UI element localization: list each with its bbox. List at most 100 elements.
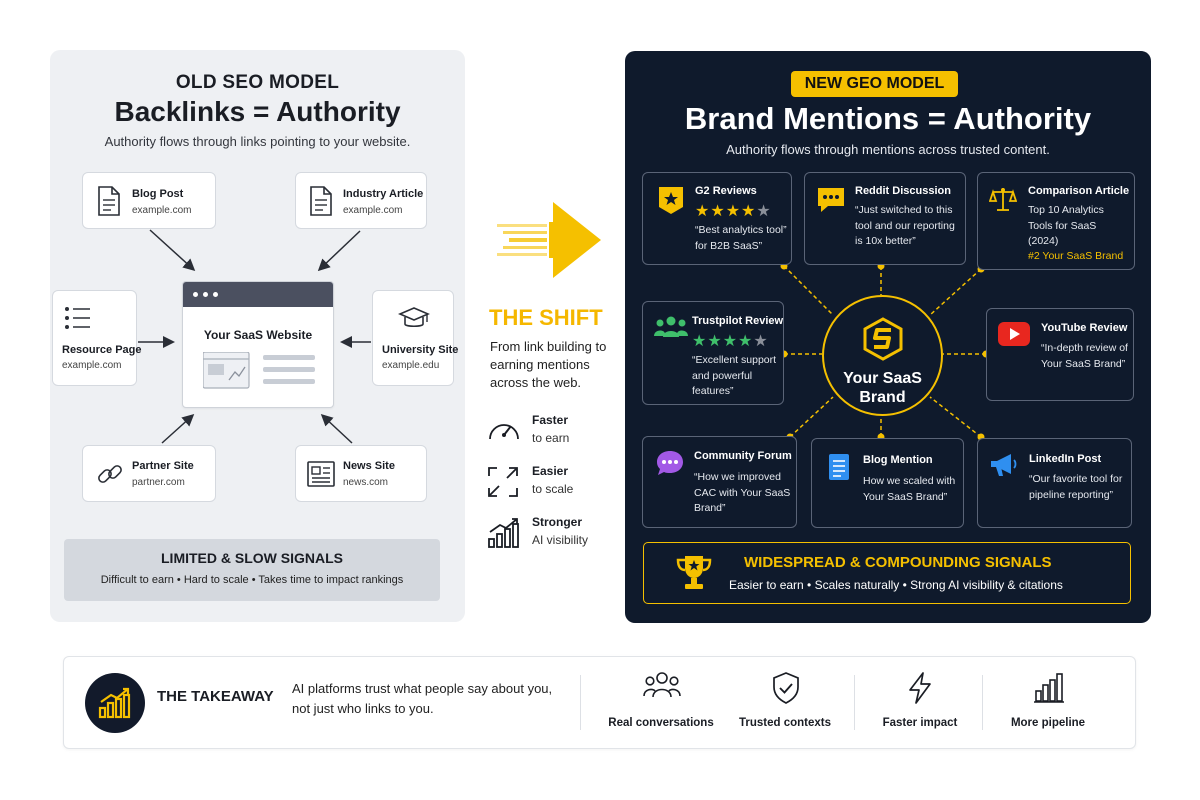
shift-item-faster: Faster to earn [487,413,617,453]
mention-text: “How we improved CAC with Your SaaS Bran… [694,471,791,514]
shift-item-subtitle: to earn [532,431,570,445]
blog-post-card: Blog Post example.com [82,172,216,229]
mention-text: “Our favorite tool for pipeline reportin… [1029,473,1123,501]
scales-icon [989,188,1017,211]
g2-star-icon [659,187,683,214]
lightning-icon [909,672,931,704]
graduation-cap-icon [398,307,430,328]
benefit-more-pipeline: More pipeline [983,671,1113,737]
mention-text: “Best analytics tool” for B2B SaaS” [695,224,787,252]
shift-item-easier: Easier to scale [487,464,617,504]
trustpilot-review-card: Trustpilot Review ★★★★★ “Excellent suppo… [642,301,784,405]
source-name: Blog Post [132,188,184,200]
mention-name: Community Forum [694,450,792,462]
university-site-card: University Site example.edu [372,290,458,386]
industry-article-card: Industry Article example.com [295,172,427,229]
shift-arrow-icon [497,202,601,278]
trophy-icon [676,556,712,589]
source-name: Partner Site [132,460,194,472]
people-icon [643,672,681,698]
youtube-play-icon [998,322,1030,346]
source-name: Resource Page [62,344,142,356]
benefit-label: Trusted contexts [738,717,832,729]
people-icon [654,316,688,337]
backlink-arrows [138,229,371,444]
benefit-label: Real conversations [608,717,714,729]
shift-description: From link building to earning mentions a… [490,339,607,390]
forum-bubble-icon [657,451,683,475]
takeaway-badge [85,673,145,733]
source-domain: news.com [343,477,389,488]
mention-text: “In-depth review of Your SaaS Brand” [1041,342,1128,370]
mention-name: G2 Reviews [695,185,757,197]
widespread-signals-items: Easier to earn • Scales naturally • Stro… [729,578,1063,592]
benefit-trusted-contexts: Trusted contexts [720,671,850,737]
benefit-label: More pipeline [1010,717,1086,729]
growth-chart-icon [98,687,131,719]
brand-name-line1: Your SaaS [843,370,922,387]
brand-logo-icon [863,317,903,361]
divider [982,675,983,730]
shift-title: THE SHIFT [489,305,603,330]
benefit-real-conversations: Real conversations [596,671,726,737]
list-icon [65,307,90,329]
shift-item-subtitle: to scale [532,482,574,496]
g2-reviews-card: G2 Reviews ★★★★★ “Best analytics tool” f… [642,172,792,265]
g2-star-rating: ★★★★★ [695,203,772,220]
limited-signals-items: Difficult to earn • Hard to scale • Take… [100,574,404,586]
source-domain: example.edu [382,360,440,371]
benefit-label: Faster impact [882,717,958,729]
expand-icon [488,467,518,497]
saas-website-window: Your SaaS Website [182,281,334,408]
partner-site-card: Partner Site partner.com [82,445,216,502]
mention-text: Top 10 Analytics Tools for SaaS (2024) [1028,204,1104,247]
mention-name: Blog Mention [863,454,933,466]
old-model-title: OLD SEO MODEL [175,72,340,93]
shield-check-icon [773,672,799,704]
old-seo-panel: OLD SEO MODEL Backlinks = Authority Auth… [50,50,465,622]
mention-name: LinkedIn Post [1029,453,1102,465]
source-domain: example.com [62,360,122,371]
brand-hub: Your SaaS Brand [822,295,943,416]
news-site-card: News Site news.com [295,445,427,502]
divider [854,675,855,730]
mention-text: How we scaled with Your SaaS Brand” [863,475,956,503]
trustpilot-star-rating: ★★★★★ [692,333,769,350]
shift-item-title: Easier [532,464,569,478]
source-domain: example.com [132,205,192,216]
website-label: Your SaaS Website [203,328,313,342]
mention-name: Trustpilot Review [692,315,784,327]
mention-name: YouTube Review [1041,322,1128,334]
comparison-article-card: Comparison Article Top 10 Analytics Tool… [977,172,1135,270]
speedometer-icon [489,424,519,440]
mention-name: Reddit Discussion [855,185,951,197]
source-name: Industry Article [343,188,424,200]
takeaway-bar: THE TAKEAWAY AI platforms trust what peo… [63,656,1136,749]
shift-item-stronger: Stronger AI visibility [487,515,617,555]
source-domain: example.com [343,205,403,216]
document-icon [310,186,332,216]
new-model-badge: NEW GEO MODEL [791,71,958,97]
new-model-heading: Brand Mentions = Authority [684,101,1092,136]
widespread-signals-box: WIDESPREAD & COMPOUNDING SIGNALS Easier … [643,542,1131,604]
divider [580,675,581,730]
shift-item-title: Stronger [532,515,583,529]
bar-chart-icon [1034,673,1064,703]
brand-name-line2: Brand [859,389,906,406]
resource-page-card: Resource Page example.com [52,290,141,386]
growth-chart-icon [488,518,519,548]
mention-name: Comparison Article [1028,185,1130,197]
blog-mention-card: Blog Mention How we scaled with Your Saa… [811,438,964,528]
limited-signals-box: LIMITED & SLOW SIGNALS Difficult to earn… [64,539,440,601]
new-geo-panel: NEW GEO MODEL Brand Mentions = Authority… [625,51,1151,623]
website-content-icon [203,352,315,389]
brand-name: Your SaaS Brand [824,369,941,407]
takeaway-label: THE TAKEAWAY [157,688,274,705]
mention-rank: #2 Your SaaS Brand [1028,250,1124,262]
old-model-heading: Backlinks = Authority [114,96,401,127]
shift-item-subtitle: AI visibility [532,533,589,547]
community-forum-card: Community Forum “How we improved CAC wit… [642,436,797,528]
youtube-review-card: YouTube Review “In-depth review of Your … [986,308,1134,401]
chat-bubble-icon [818,188,844,212]
link-icon [98,465,122,483]
